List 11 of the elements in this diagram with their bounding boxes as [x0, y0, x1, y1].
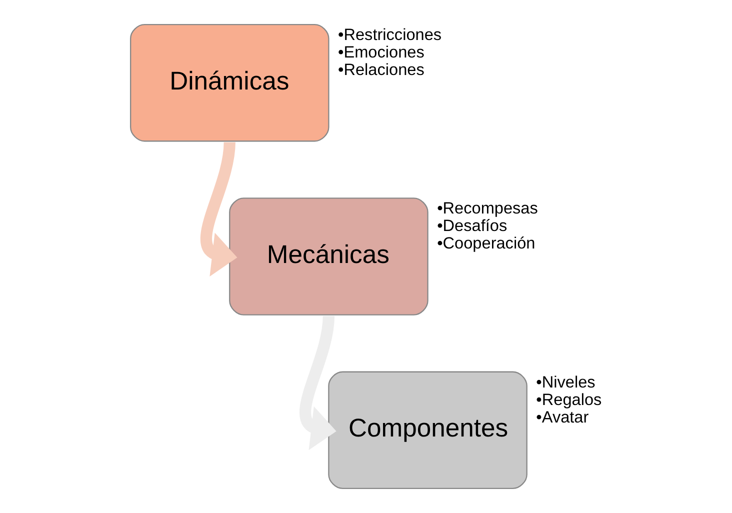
node-label: •Avatar [536, 408, 589, 426]
node-label: •Restricciones [338, 26, 442, 44]
node-label: •Regalos [536, 390, 602, 409]
node-label: •Relaciones [338, 60, 424, 79]
node-label: •Emociones [338, 43, 424, 62]
node-label: •Recompesas [437, 200, 538, 218]
arrow [300, 316, 336, 450]
node-label: •Niveles [536, 373, 596, 392]
node-label: •Desafíos [437, 217, 508, 236]
node-label: •Cooperación [437, 234, 536, 253]
arrow [200, 142, 238, 276]
